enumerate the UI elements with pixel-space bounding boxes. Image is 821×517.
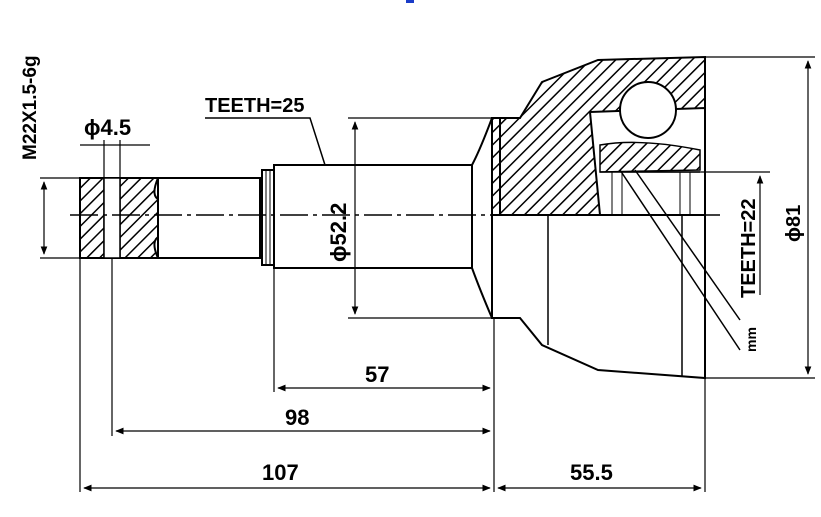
teeth-22-label: TEETH=22 bbox=[738, 199, 760, 298]
outer-housing bbox=[491, 55, 706, 380]
teeth-25-label: TEETH=25 bbox=[205, 95, 304, 117]
housing-diameter-label: ϕ81 bbox=[783, 205, 805, 242]
dim-55-5-label: 55.5 bbox=[570, 460, 613, 485]
side-mark-label: mm bbox=[743, 327, 759, 352]
dim-107-label: 107 bbox=[262, 460, 299, 485]
dim-98-label: 98 bbox=[285, 405, 309, 430]
dim-57-label: 57 bbox=[365, 362, 389, 387]
pin-diameter-label: ϕ4.5 bbox=[84, 115, 131, 140]
leader-lines bbox=[205, 117, 741, 351]
main-shaft bbox=[273, 117, 501, 319]
thread-spec-label: M22X1.5-6g bbox=[20, 55, 41, 160]
threaded-end bbox=[79, 169, 275, 266]
accent-mark bbox=[406, 0, 414, 3]
dimension-lines bbox=[40, 56, 815, 492]
shaft-diameter-label: ϕ52.2 bbox=[326, 203, 351, 262]
